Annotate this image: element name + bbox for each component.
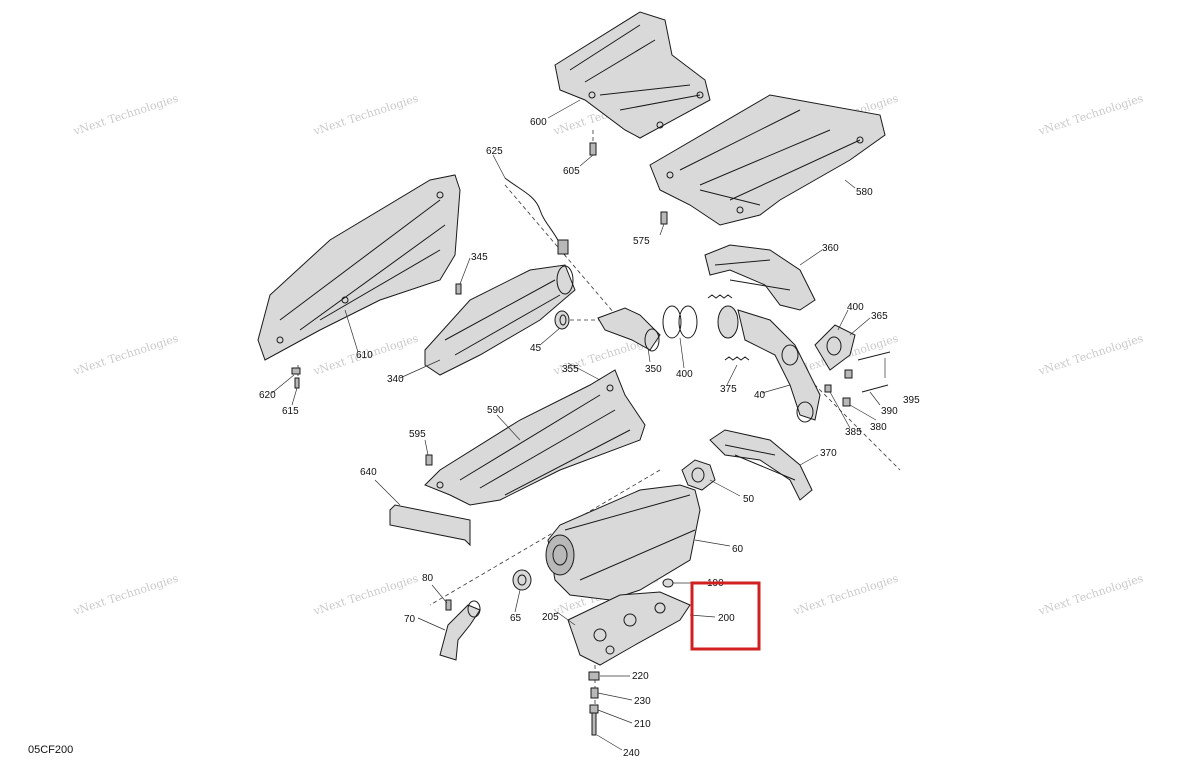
- sleeve-65: [512, 569, 532, 591]
- spring-375: [707, 294, 750, 361]
- callout-340: 340: [387, 374, 404, 385]
- callout-380: 380: [870, 422, 887, 433]
- screw-595: [425, 454, 433, 466]
- callout-600: 600: [530, 117, 547, 128]
- grommet-220-230: [588, 671, 600, 699]
- callout-200: 200: [718, 613, 735, 624]
- callout-205: 205: [542, 612, 559, 623]
- watermark-text: vNext Technologies: [791, 572, 900, 619]
- washer-190: [662, 578, 674, 588]
- callout-70: 70: [404, 614, 416, 625]
- callout-370: 370: [820, 448, 837, 459]
- heat-shield-370: [709, 429, 813, 501]
- callout-350: 350: [645, 364, 662, 375]
- callout-385: 385: [845, 427, 862, 438]
- ring-400-left: [662, 305, 698, 339]
- bolt-210-240: [589, 704, 599, 736]
- reference-code: 05CF200: [28, 744, 74, 756]
- muffler-60: [545, 484, 701, 601]
- callout-345: 345: [471, 252, 488, 263]
- ring-45: [554, 310, 570, 330]
- callout-580: 580: [856, 187, 873, 198]
- callout-40: 40: [754, 390, 766, 401]
- callout-80: 80: [422, 573, 434, 584]
- callout-375: 375: [720, 384, 737, 395]
- callout-620: 620: [259, 390, 276, 401]
- callout-60: 60: [732, 544, 744, 555]
- watermark-text: vNext Technologies: [311, 92, 420, 139]
- callout-240: 240: [623, 748, 640, 759]
- callout-labels: 600 605 580 575 625 345 360 400 365 610 …: [259, 117, 920, 759]
- callout-395: 395: [903, 395, 920, 406]
- callout-365: 365: [871, 311, 888, 322]
- callout-390: 390: [881, 406, 898, 417]
- watermark-text: vNext Technologies: [311, 572, 420, 619]
- heat-shield-590: [424, 369, 646, 506]
- callout-50: 50: [743, 494, 755, 505]
- callout-230: 230: [634, 696, 651, 707]
- heat-shield-580: [649, 94, 886, 226]
- screw-345: [455, 283, 462, 295]
- watermark-text: vNext Technologies: [1036, 92, 1145, 139]
- callout-220: 220: [632, 671, 649, 682]
- callout-360: 360: [822, 243, 839, 254]
- screw-80: [445, 599, 452, 611]
- callout-595: 595: [409, 429, 426, 440]
- callout-625: 625: [486, 146, 503, 157]
- heat-shield-610: [257, 174, 461, 361]
- exhaust-pipe-350: [597, 307, 661, 352]
- callout-400-left: 400: [676, 369, 693, 380]
- screw-605: [589, 142, 597, 156]
- bracket-205: [567, 591, 691, 666]
- leader-lines: [271, 99, 886, 751]
- watermark-text: vNext Technologies: [71, 572, 180, 619]
- screw-615: [294, 377, 300, 389]
- callout-45: 45: [530, 343, 542, 354]
- callout-605: 605: [563, 166, 580, 177]
- y-pipe-40: [717, 305, 821, 423]
- callout-355: 355: [562, 364, 579, 375]
- callout-575: 575: [633, 236, 650, 247]
- watermark-text: vNext Technologies: [1036, 332, 1145, 379]
- callout-210: 210: [634, 719, 651, 730]
- callout-615: 615: [282, 406, 299, 417]
- callout-610: 610: [356, 350, 373, 361]
- pipe-shield-340: [424, 264, 576, 376]
- nut-620: [291, 367, 301, 375]
- callout-640: 640: [360, 467, 377, 478]
- watermark-text: vNext Technologies: [71, 332, 180, 379]
- fasteners-380-395: [824, 351, 891, 407]
- gasket-50: [681, 459, 716, 491]
- callout-590: 590: [487, 405, 504, 416]
- watermark-text: vNext Technologies: [71, 92, 180, 139]
- heat-shield-600: [554, 11, 711, 139]
- sensor-625: [504, 177, 569, 256]
- heat-shield-360: [704, 244, 816, 311]
- tail-pipe-70: [439, 600, 481, 661]
- highlight-box-200[interactable]: [690, 581, 761, 651]
- gasket-365: [814, 324, 856, 371]
- insulation-640: [389, 504, 471, 547]
- callout-400-right: 400: [847, 302, 864, 313]
- screw-575: [660, 211, 668, 225]
- watermark-text: vNext Technologies: [1036, 572, 1145, 619]
- callout-65: 65: [510, 613, 522, 624]
